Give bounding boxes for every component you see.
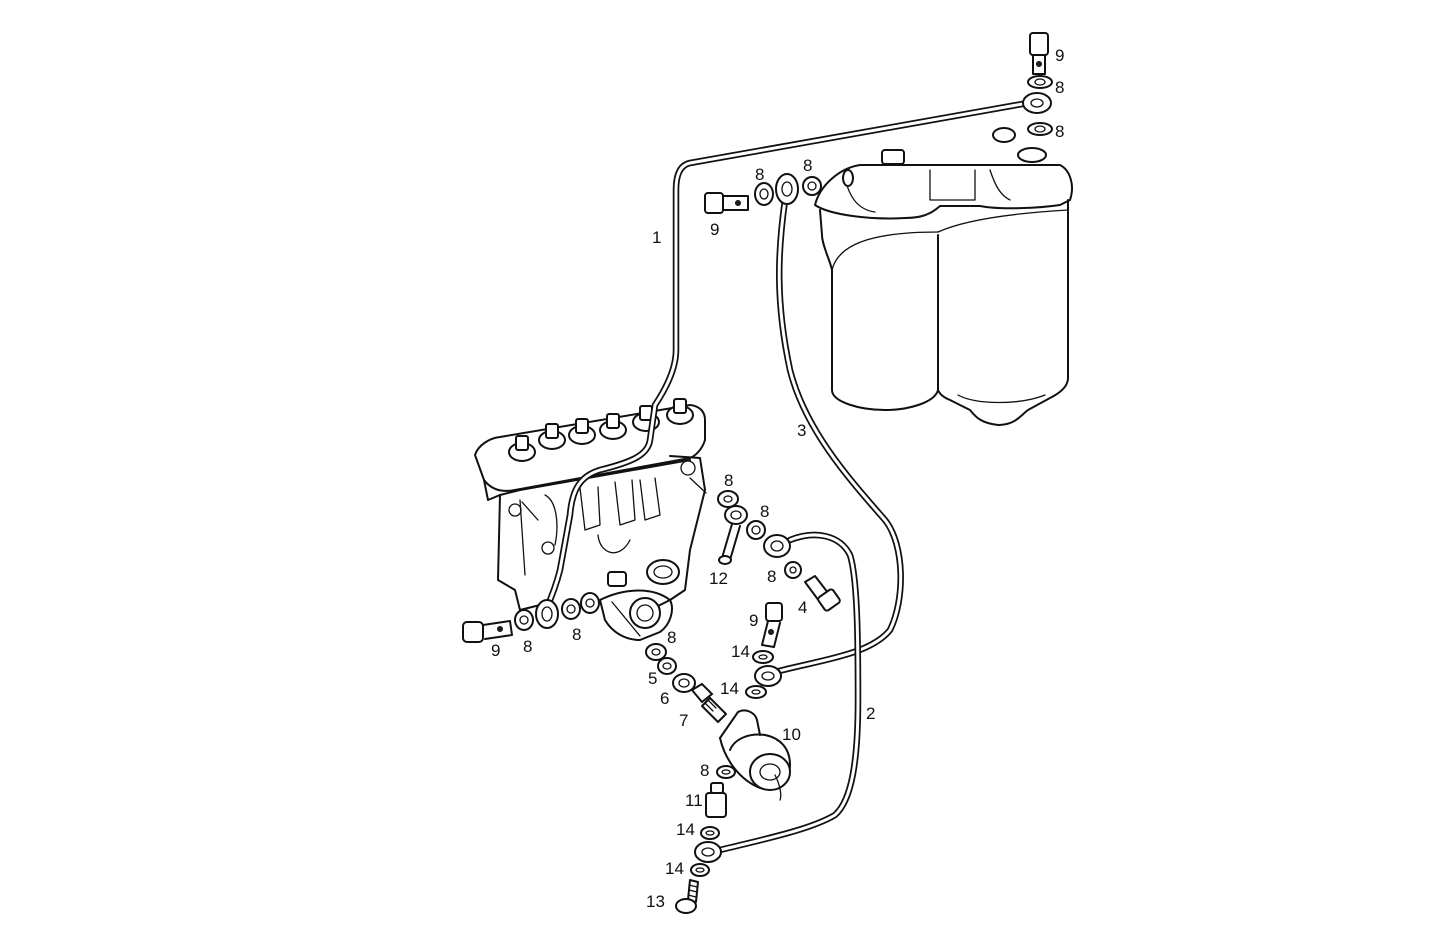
delivery-valve-holders [508, 398, 694, 462]
callout-8-bottom: 8 [700, 761, 709, 780]
callout-9-r: 9 [749, 611, 758, 630]
fuel-pipe-3 [771, 196, 904, 676]
callout-8-left-a: 8 [523, 637, 532, 656]
callout-5: 5 [648, 669, 657, 688]
filter-inlet-port [842, 169, 854, 187]
callout-6: 6 [660, 689, 669, 708]
filter-vent-screw-left [881, 149, 905, 165]
callout-14-d: 14 [665, 859, 684, 878]
sealing-washers [514, 75, 1053, 877]
bolt-13 [675, 879, 699, 914]
callout-4: 4 [798, 598, 807, 617]
callout-8-r1: 8 [724, 471, 733, 490]
callout-8-top-b: 8 [1055, 122, 1064, 141]
filter-outlet-port [1017, 147, 1047, 163]
callout-11: 11 [685, 791, 703, 810]
callout-8-left-b: 8 [572, 625, 581, 644]
pieces-5-6-7 [672, 673, 714, 704]
callout-1: 1 [652, 228, 661, 247]
callout-8-r2: 8 [760, 502, 769, 521]
banjo-bolt-pump [462, 620, 513, 643]
callout-14-a: 14 [731, 642, 750, 661]
fuel-pipe-2 [716, 531, 862, 854]
callout-7: 7 [679, 711, 688, 730]
callout-14-b: 14 [720, 679, 739, 698]
callout-9-left: 9 [491, 641, 500, 660]
callout-8-low: 8 [667, 628, 676, 647]
callout-10: 10 [782, 725, 801, 744]
fuel-pipe-1 [541, 99, 1032, 616]
callout-9-top: 9 [1055, 46, 1064, 65]
banjo-bolt-filter [704, 192, 749, 214]
callout-9-mid: 9 [710, 220, 719, 239]
callout-13: 13 [646, 892, 665, 911]
callout-2: 2 [866, 704, 875, 723]
callout-3: 3 [797, 421, 806, 440]
injection-pump [474, 398, 706, 641]
banjo-bolt-top [1029, 32, 1049, 75]
solenoid-valve [701, 697, 791, 801]
callout-14-c: 14 [676, 820, 695, 839]
banjo-bolt-tee [761, 602, 783, 648]
fuel-filter-assembly [814, 127, 1073, 426]
banjo-fittings [535, 92, 1052, 863]
callout-12: 12 [709, 569, 728, 588]
leader-lines [521, 477, 707, 637]
callout-labels: 9 8 8 8 8 9 1 3 8 8 12 8 4 9 14 14 2 10 … [491, 46, 1064, 911]
screw-4 [804, 575, 841, 612]
filter-vent-screw-right [992, 127, 1016, 143]
callout-8-top-a: 8 [1055, 78, 1064, 97]
callout-8-mid-a: 8 [755, 165, 764, 184]
callout-8-r3: 8 [767, 567, 776, 586]
callout-8-mid-b: 8 [803, 156, 812, 175]
fitting-11 [705, 782, 727, 818]
